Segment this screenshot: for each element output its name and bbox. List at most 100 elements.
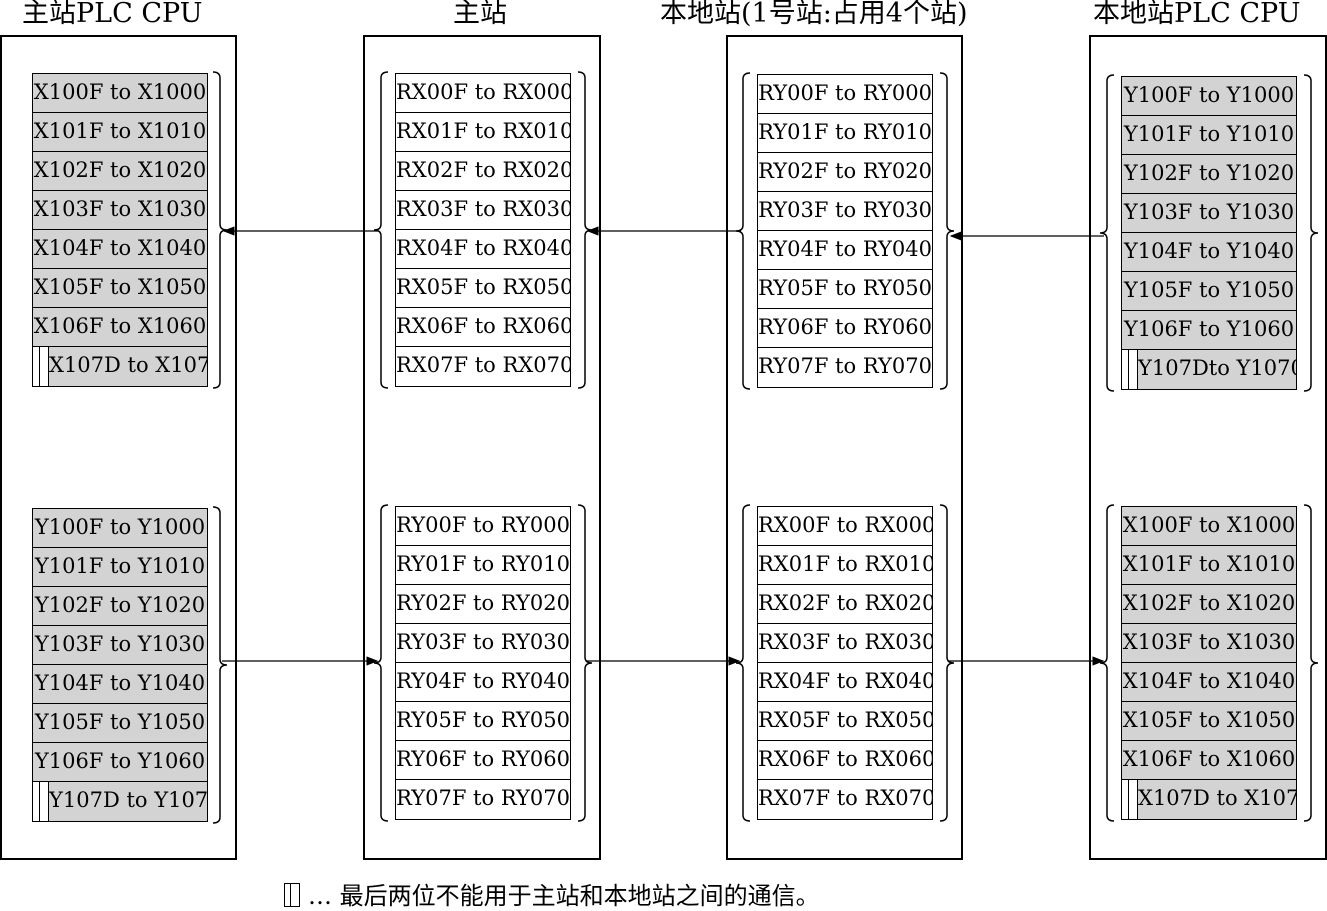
footnote: … 最后两位不能用于主站和本地站之间的通信。 (284, 876, 820, 911)
register-cell: Y106F to Y1060 (1122, 311, 1296, 350)
register-range-label: RX04F to RX040 (758, 669, 932, 693)
register-cell: X100F to X1000 (1122, 507, 1296, 546)
register-range-label: Y105F to Y1050 (34, 710, 206, 734)
register-range-label: RY05F to RY050 (758, 276, 932, 300)
register-cell: RY00F to RY000 (396, 507, 570, 546)
brace (1099, 74, 1115, 392)
register-cell: Y100F to Y1000 (33, 509, 207, 548)
register-range-label: X101F to X1010 (33, 119, 207, 143)
register-range-label: RY03F to RY030 (396, 630, 570, 654)
register-cell: RX03F to RX030 (758, 624, 932, 663)
register-cell: RY01F to RY010 (758, 114, 932, 153)
register-range-label: X106F to X1060 (1122, 747, 1296, 771)
register-cell: RY06F to RY060 (396, 741, 570, 780)
local-cpu-frame (1089, 35, 1327, 860)
register-cell: Y101F to Y1010 (1122, 116, 1296, 155)
register-cell: Y103F to Y1030 (1122, 194, 1296, 233)
register-range-label: Y104F to Y1040 (1123, 239, 1295, 263)
title-master-cpu: 主站PLC CPU (22, 0, 203, 29)
register-cell: RY00F to RY000 (758, 75, 932, 114)
footnote-text: … 最后两位不能用于主站和本地站之间的通信。 (308, 882, 820, 910)
register-cell: RY05F to RY050 (396, 702, 570, 741)
register-range-label: Y106F to Y1060 (1123, 317, 1295, 341)
register-cell: RY04F to RY040 (396, 663, 570, 702)
register-range-label: RX07F to RX070 (758, 786, 932, 810)
register-range-label: Y101F to Y1010 (1123, 122, 1295, 146)
register-range-label: RY00F to RY000 (758, 81, 932, 105)
register-range-label: RY03F to RY030 (758, 198, 932, 222)
register-cell: RX06F to RX060 (758, 741, 932, 780)
register-range-label: X105F to X1050 (33, 275, 207, 299)
register-cell: RX02F to RX020 (396, 152, 570, 191)
register-range-label: RY05F to RY050 (396, 708, 570, 732)
register-range-label: RY07F to RY070 (396, 786, 570, 810)
register-range-label: Y102F to Y1020 (1123, 161, 1295, 185)
register-cell: Y104F to Y1040 (33, 665, 207, 704)
brace (735, 504, 751, 822)
register-range-label: X101F to X1010 (1122, 552, 1296, 576)
register-range-label: RY04F to RY040 (396, 669, 570, 693)
register-cell: Y107Dto Y1070 (1122, 350, 1296, 389)
brace (1303, 74, 1319, 392)
reserved-bits-legend-icon (284, 883, 300, 907)
register-range-label: RX05F to RX050 (396, 275, 570, 299)
register-range-label: Y107Dto Y1070 (1138, 356, 1296, 380)
register-cell: RY05F to RY050 (758, 270, 932, 309)
register-cell: RY02F to RY020 (396, 585, 570, 624)
register-cell: RX01F to RX010 (758, 546, 932, 585)
register-range-label: RX06F to RX060 (758, 747, 932, 771)
local-frame (726, 35, 963, 860)
title-master: 主站 (453, 0, 507, 29)
register-cell: RX05F to RX050 (758, 702, 932, 741)
register-cell: RX06F to RX060 (396, 308, 570, 347)
register-cell: X104F to X1040 (1122, 663, 1296, 702)
register-range-label: RX02F to RX020 (758, 591, 932, 615)
register-cell: RX03F to RX030 (396, 191, 570, 230)
register-range-label: RX05F to RX050 (758, 708, 932, 732)
register-range-label: RX01F to RX010 (396, 119, 570, 143)
register-range-label: Y106F to Y1060 (34, 749, 206, 773)
brace (373, 504, 389, 822)
register-cell: RY03F to RY030 (396, 624, 570, 663)
register-range-label: X100F to X1000 (33, 80, 207, 104)
register-cell: RX05F to RX050 (396, 269, 570, 308)
register-cell: X103F to X1030 (33, 191, 207, 230)
register-cell: Y106F to Y1060 (33, 743, 207, 782)
register-cell: RY02F to RY020 (758, 153, 932, 192)
register-cell: Y105F to Y1050 (1122, 272, 1296, 311)
register-cell: X100F to X1000 (33, 74, 207, 113)
register-range-label: RX06F to RX060 (396, 314, 570, 338)
reserved-bits-marker (1122, 780, 1138, 819)
register-cell: RY01F to RY010 (396, 546, 570, 585)
register-range-label: Y103F to Y1030 (34, 632, 206, 656)
register-cell: Y105F to Y1050 (33, 704, 207, 743)
register-range-label: RX01F to RX010 (758, 552, 932, 576)
register-range-label: RX02F to RX020 (396, 158, 570, 182)
register-range-label: X103F to X1030 (33, 197, 207, 221)
register-range-label: RY07F to RY070 (758, 354, 932, 378)
register-cell: X105F to X1050 (33, 269, 207, 308)
register-cell: X105F to X1050 (1122, 702, 1296, 741)
register-range-label: RY00F to RY000 (396, 513, 570, 537)
register-cell: X101F to X1010 (1122, 546, 1296, 585)
register-range-label: X104F to X1040 (33, 236, 207, 260)
register-cell: RX02F to RX020 (758, 585, 932, 624)
register-cell: X101F to X1010 (33, 113, 207, 152)
register-range-label: RY01F to RY010 (758, 120, 932, 144)
reserved-bits-marker (33, 347, 49, 386)
register-cell: X102F to X1020 (1122, 585, 1296, 624)
register-range-label: Y101F to Y1010 (34, 554, 206, 578)
master-cpu-frame (0, 35, 237, 860)
register-range-label: RY02F to RY020 (758, 159, 932, 183)
register-cell: RX00F to RX000 (758, 507, 932, 546)
brace (1099, 504, 1115, 822)
register-range-label: RX00F to RX000 (758, 513, 932, 537)
register-range-label: RY02F to RY020 (396, 591, 570, 615)
register-range-label: RX03F to RX030 (396, 197, 570, 221)
